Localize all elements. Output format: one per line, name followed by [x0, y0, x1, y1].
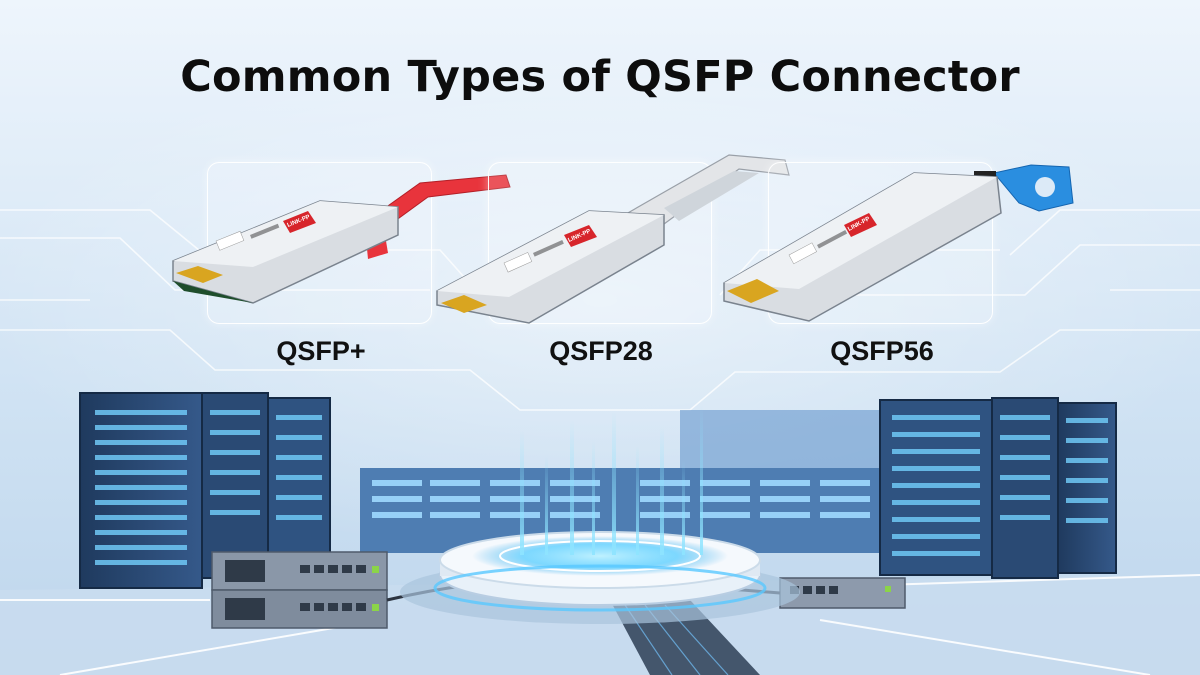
brand-label-bg — [844, 213, 877, 237]
server-rack-icon — [879, 397, 1117, 579]
module-card-qsfp28: LINK-PP — [436, 154, 790, 324]
gold-contacts — [727, 279, 779, 303]
module-card-qsfp56: LINK-PP — [723, 162, 1074, 324]
transceiver-qsfp28-image: LINK-PP — [436, 154, 790, 324]
brand-label-bg — [283, 211, 316, 233]
product-label — [503, 252, 533, 273]
network-switch-icon — [779, 577, 906, 609]
page-title: Common Types of QSFP Connector — [180, 52, 1020, 102]
server-rack-icon — [79, 392, 331, 589]
module-label-qsfp56: QSFP56 — [830, 336, 934, 366]
brand-label-bg — [564, 225, 597, 247]
holographic-platform-icon — [400, 405, 800, 624]
transceiver-qsfp-plus-image: LINK-PP — [172, 174, 511, 304]
product-label — [215, 230, 245, 251]
floor-light-lines — [0, 574, 1200, 675]
module-label-qsfp-plus: QSFP+ — [276, 336, 366, 366]
gold-contacts — [176, 266, 223, 283]
transceiver-qsfp56-image: LINK-PP — [723, 164, 1074, 322]
gold-contacts — [441, 295, 487, 313]
module-card-qsfp-plus: LINK-PP — [172, 162, 511, 324]
module-label-qsfp28: QSFP28 — [549, 336, 653, 366]
network-switch-icon — [211, 551, 388, 629]
product-label — [788, 242, 817, 265]
